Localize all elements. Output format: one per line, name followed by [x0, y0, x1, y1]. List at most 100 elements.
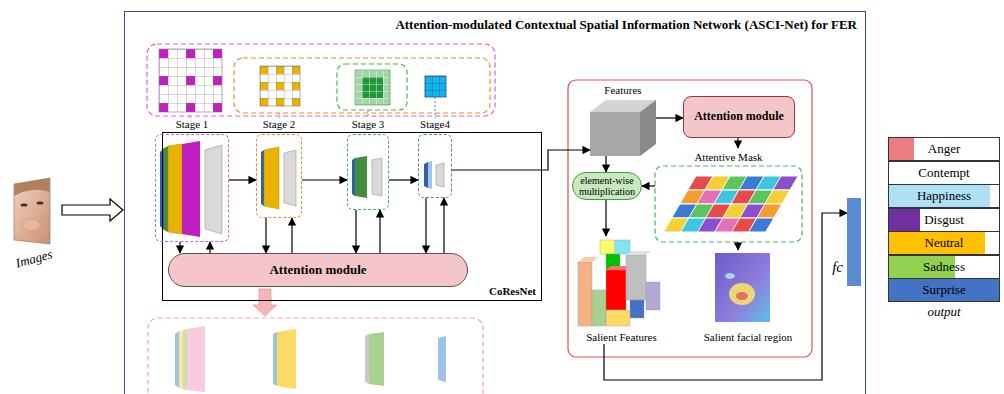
connector-arrow — [737, 138, 738, 148]
attention-branch-part — [655, 166, 802, 242]
input-photo-part — [21, 203, 28, 206]
node-label: Sadness — [923, 259, 965, 274]
backbone-box: CoResNetStage 1Stage 2Stage 3Stage4Atten… — [163, 133, 541, 300]
class-row: Neutral — [888, 231, 1000, 255]
node-label: Happiness — [917, 188, 971, 203]
connector-arrow — [656, 117, 683, 118]
node-label: output — [927, 304, 960, 319]
label-wrap: Sadness — [892, 260, 996, 274]
stage-layers-part — [428, 161, 432, 189]
receptive-field-grids-part — [159, 49, 222, 112]
input-photo-part — [22, 219, 40, 231]
attention-branch-part-part — [749, 218, 774, 232]
label-wrap: Stage4 — [388, 118, 482, 131]
multiply-pill: element-wise multiplication — [572, 172, 642, 200]
connector-arrow — [355, 210, 356, 253]
label-wrap: CoResNet — [489, 285, 536, 298]
receptive-field-grids-part — [234, 58, 490, 113]
attention-branch-part-part — [765, 190, 790, 204]
receptive-field-grids-part — [355, 70, 390, 105]
stage-layers-part — [284, 150, 296, 206]
stage-block: Stage 3 — [347, 118, 389, 210]
stage-layers-part — [205, 145, 222, 234]
label-wrap: Neutral — [892, 236, 996, 250]
receptive-field-grids-part — [147, 44, 495, 116]
attended-feature-stacks-part — [273, 332, 277, 386]
attention-branch-part — [715, 253, 770, 322]
receptive-field-grids-part — [337, 64, 407, 110]
receptive-field-grids-part — [425, 76, 446, 97]
input-photo-part — [37, 201, 44, 204]
attended-feature-stacks-part — [369, 332, 384, 386]
label-wrap: Salient facial region — [658, 331, 838, 344]
attended-feature-stacks-part — [277, 329, 296, 389]
node-label: Contempt — [918, 165, 969, 180]
label-wrap: Attention-modulated Contextual Spatial I… — [395, 17, 857, 33]
network-frame: Attention-modulated Contextual Spatial I… — [125, 12, 865, 394]
stage-frame — [256, 134, 302, 218]
label-wrap: Images — [0, 237, 90, 281]
attended-feature-stacks-part — [365, 334, 369, 384]
connector-arrow — [229, 179, 256, 180]
input-photo — [14, 178, 50, 244]
node-label: Attentive Mask — [694, 151, 762, 163]
node-label: Stage 1 — [174, 118, 211, 130]
receptive-field-grids-part — [260, 66, 300, 106]
receptive-field-grids-part — [425, 76, 446, 97]
attention-branch-part — [640, 100, 656, 156]
salient-region: Salient facial region — [688, 250, 808, 344]
class-row: Sadness — [888, 255, 1000, 279]
attention-branch-part — [568, 80, 812, 357]
attentive-mask: Attentive Mask — [655, 148, 802, 242]
attended-feature-stacks-part — [187, 326, 205, 392]
attention-branch-part — [646, 282, 660, 310]
attended-feature-stacks-part — [179, 330, 183, 389]
node-label: Stage 3 — [350, 118, 387, 130]
attention-branch-part — [664, 176, 798, 232]
label-wrap: Disgust — [892, 213, 996, 227]
node-label: Neutral — [925, 235, 964, 250]
class-row: Surprise — [888, 278, 1000, 302]
node-label: fc — [832, 259, 843, 275]
node-label: Images — [14, 247, 54, 271]
stage-block: Stage 1 — [155, 118, 229, 242]
input-image: Images — [8, 175, 60, 267]
stage-layers-part — [355, 156, 367, 198]
connector-arrow — [62, 199, 123, 221]
stage-block: Stage4 — [418, 118, 452, 198]
connector-arrow — [209, 242, 210, 253]
connector-arrow — [605, 200, 606, 236]
attention-branch-part — [615, 240, 630, 254]
stage-layers-part — [182, 141, 200, 237]
fc-layer: fc — [847, 198, 861, 286]
attention-branch-part — [736, 292, 748, 300]
stage-layers-part — [160, 148, 164, 230]
attention-branch-part — [626, 255, 646, 300]
attention-branch-part — [578, 257, 598, 262]
connector-arrow — [179, 242, 180, 253]
receptive-field-grids — [147, 44, 495, 119]
connector-arrow — [389, 179, 418, 180]
attended-feature-stacks-part — [253, 289, 277, 316]
node-label: Features — [604, 84, 641, 96]
attended-feature-stacks-part — [183, 329, 187, 390]
node-label: Salient Features — [586, 331, 657, 343]
output-stack: outputAngerContemptHappinessDisgustNeutr… — [888, 137, 1000, 320]
attended-feature-stacks-part — [148, 318, 483, 394]
attention-branch-part-part — [773, 176, 798, 190]
score-bar — [889, 138, 914, 160]
attention-branch-part — [590, 112, 640, 156]
class-row: Happiness — [888, 184, 1000, 208]
label-wrap: Stage 2 — [226, 118, 332, 131]
receptive-field-grids-part — [159, 49, 222, 112]
label-wrap: Salient Features — [544, 331, 699, 344]
attention-branch-part — [592, 290, 606, 326]
node-label: Salient facial region — [704, 331, 793, 343]
attention-branch-part — [626, 251, 651, 255]
label-wrap: Contempt — [892, 166, 996, 180]
connector-arrow — [642, 185, 655, 186]
connector-arrow — [425, 198, 426, 253]
attention-branch-part — [606, 310, 630, 326]
